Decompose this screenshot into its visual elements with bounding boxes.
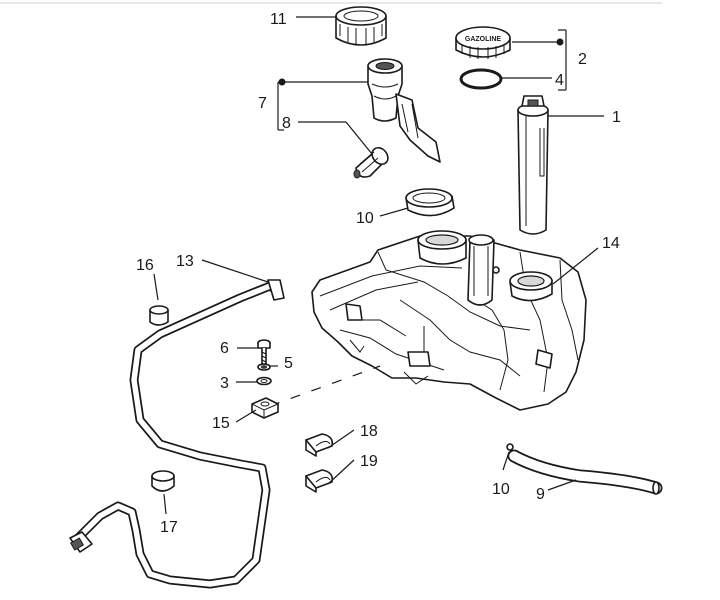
callout-3: 3 xyxy=(220,375,229,392)
callout-12: 11 xyxy=(270,11,287,28)
callout-6: 6 xyxy=(220,340,229,357)
callout-7: 7 xyxy=(258,95,267,112)
part-10-hose-clip xyxy=(506,443,514,451)
part-13-hose xyxy=(69,279,285,589)
callout-10: 10 xyxy=(492,481,510,498)
part-5-nut xyxy=(257,363,271,371)
part-11-clamp-ring xyxy=(405,188,455,217)
callout-16: 16 xyxy=(136,257,154,274)
part-4-o-ring xyxy=(459,68,503,90)
callout-8: 8 xyxy=(282,115,291,132)
part-2-fuel-cap: GAZOLINE xyxy=(455,26,511,59)
part-3-washer xyxy=(256,376,272,386)
callout-18: 18 xyxy=(360,423,378,440)
callout-19: 19 xyxy=(360,453,378,470)
part-9-drain-hose xyxy=(507,449,663,495)
callout-2: 2 xyxy=(578,51,587,68)
callout-15: 15 xyxy=(212,415,230,432)
part-8-fuel-filter xyxy=(353,146,389,179)
assembly-dash-line xyxy=(269,365,381,407)
callout-5: 5 xyxy=(284,355,293,372)
part-19-clip xyxy=(305,469,334,493)
callout-1: 1 xyxy=(612,109,621,126)
callout-labels: 11 2 4 7 8 1 10 14 13 16 6 5 3 15 18 19 … xyxy=(136,11,621,536)
callout-11: 10 xyxy=(356,210,374,227)
callout-9: 9 xyxy=(536,486,545,503)
leader-lines xyxy=(153,16,604,515)
part-14-fuel-tank xyxy=(311,230,587,411)
callout-13: 13 xyxy=(176,253,194,270)
part-15-rubber-mount xyxy=(251,397,279,419)
part-7-fuel-pump xyxy=(367,58,441,163)
part-18-clip xyxy=(305,433,334,457)
part-16-clamp xyxy=(149,305,169,326)
callout-4: 4 xyxy=(555,72,564,89)
part-12-lock-ring xyxy=(335,6,387,46)
cap-logo-text: GAZOLINE xyxy=(465,36,501,43)
part-1-level-sender xyxy=(517,95,549,235)
callout-17: 17 xyxy=(160,519,178,536)
part-6-bolt xyxy=(257,339,271,365)
callout-14: 14 xyxy=(602,235,620,252)
part-17-hose-clamp xyxy=(151,470,175,492)
